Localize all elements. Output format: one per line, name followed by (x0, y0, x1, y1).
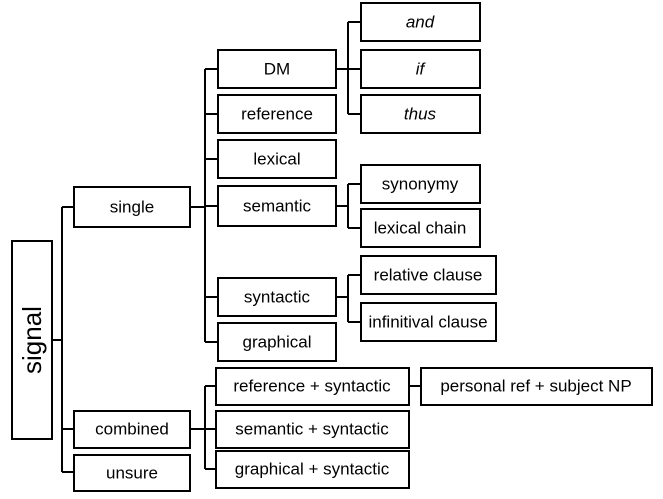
node-semantic: semantic (217, 185, 337, 227)
node-single: single (73, 186, 191, 228)
node-thus-label: thus (404, 105, 437, 124)
node-combined-label: combined (95, 420, 169, 439)
node-personal-ref-subject-np: personal ref + subject NP (420, 367, 653, 406)
node-lexical-label: lexical (253, 150, 300, 169)
node-signal-label: signal (17, 306, 47, 374)
node-synonymy: synonymy (360, 164, 481, 204)
node-thus: thus (360, 94, 481, 134)
node-lexical-chain-label: lexical chain (374, 219, 467, 238)
node-signal: signal (11, 240, 53, 440)
node-lexical: lexical (217, 139, 337, 179)
node-reference: reference (217, 94, 337, 134)
node-graphical: graphical (217, 322, 337, 362)
node-syntactic-label: syntactic (244, 288, 311, 307)
node-if: if (360, 49, 481, 89)
node-infinitival-clause: infinitival clause (360, 302, 497, 342)
node-semantic-syntactic-label: semantic + syntactic (235, 420, 389, 439)
node-graphical-syntactic: graphical + syntactic (215, 450, 410, 489)
node-syntactic: syntactic (217, 277, 337, 317)
node-semantic-label: semantic (243, 197, 312, 216)
node-semantic-syntactic: semantic + syntactic (215, 410, 410, 449)
node-relative-clause-label: relative clause (374, 266, 483, 285)
node-and: and (360, 2, 481, 42)
node-reference-label: reference (241, 105, 313, 124)
node-if-label: if (416, 60, 427, 79)
node-single-label: single (110, 198, 154, 217)
node-reference-syntactic: reference + syntactic (215, 367, 410, 406)
node-relative-clause: relative clause (360, 255, 497, 295)
node-and-label: and (406, 13, 435, 32)
node-dm-label: DM (264, 60, 290, 79)
node-personal-ref-subject-np-label: personal ref + subject NP (440, 377, 631, 396)
node-reference-syntactic-label: reference + syntactic (233, 377, 391, 396)
node-synonymy-label: synonymy (382, 175, 459, 194)
node-unsure: unsure (73, 454, 191, 492)
node-graphical-syntactic-label: graphical + syntactic (235, 460, 390, 479)
node-graphical-label: graphical (243, 333, 312, 352)
node-unsure-label: unsure (106, 464, 158, 483)
connector-lines (52, 21, 421, 473)
node-dm: DM (217, 49, 337, 89)
node-combined: combined (73, 410, 191, 449)
node-infinitival-clause-label: infinitival clause (368, 313, 487, 332)
node-lexical-chain: lexical chain (360, 208, 481, 248)
